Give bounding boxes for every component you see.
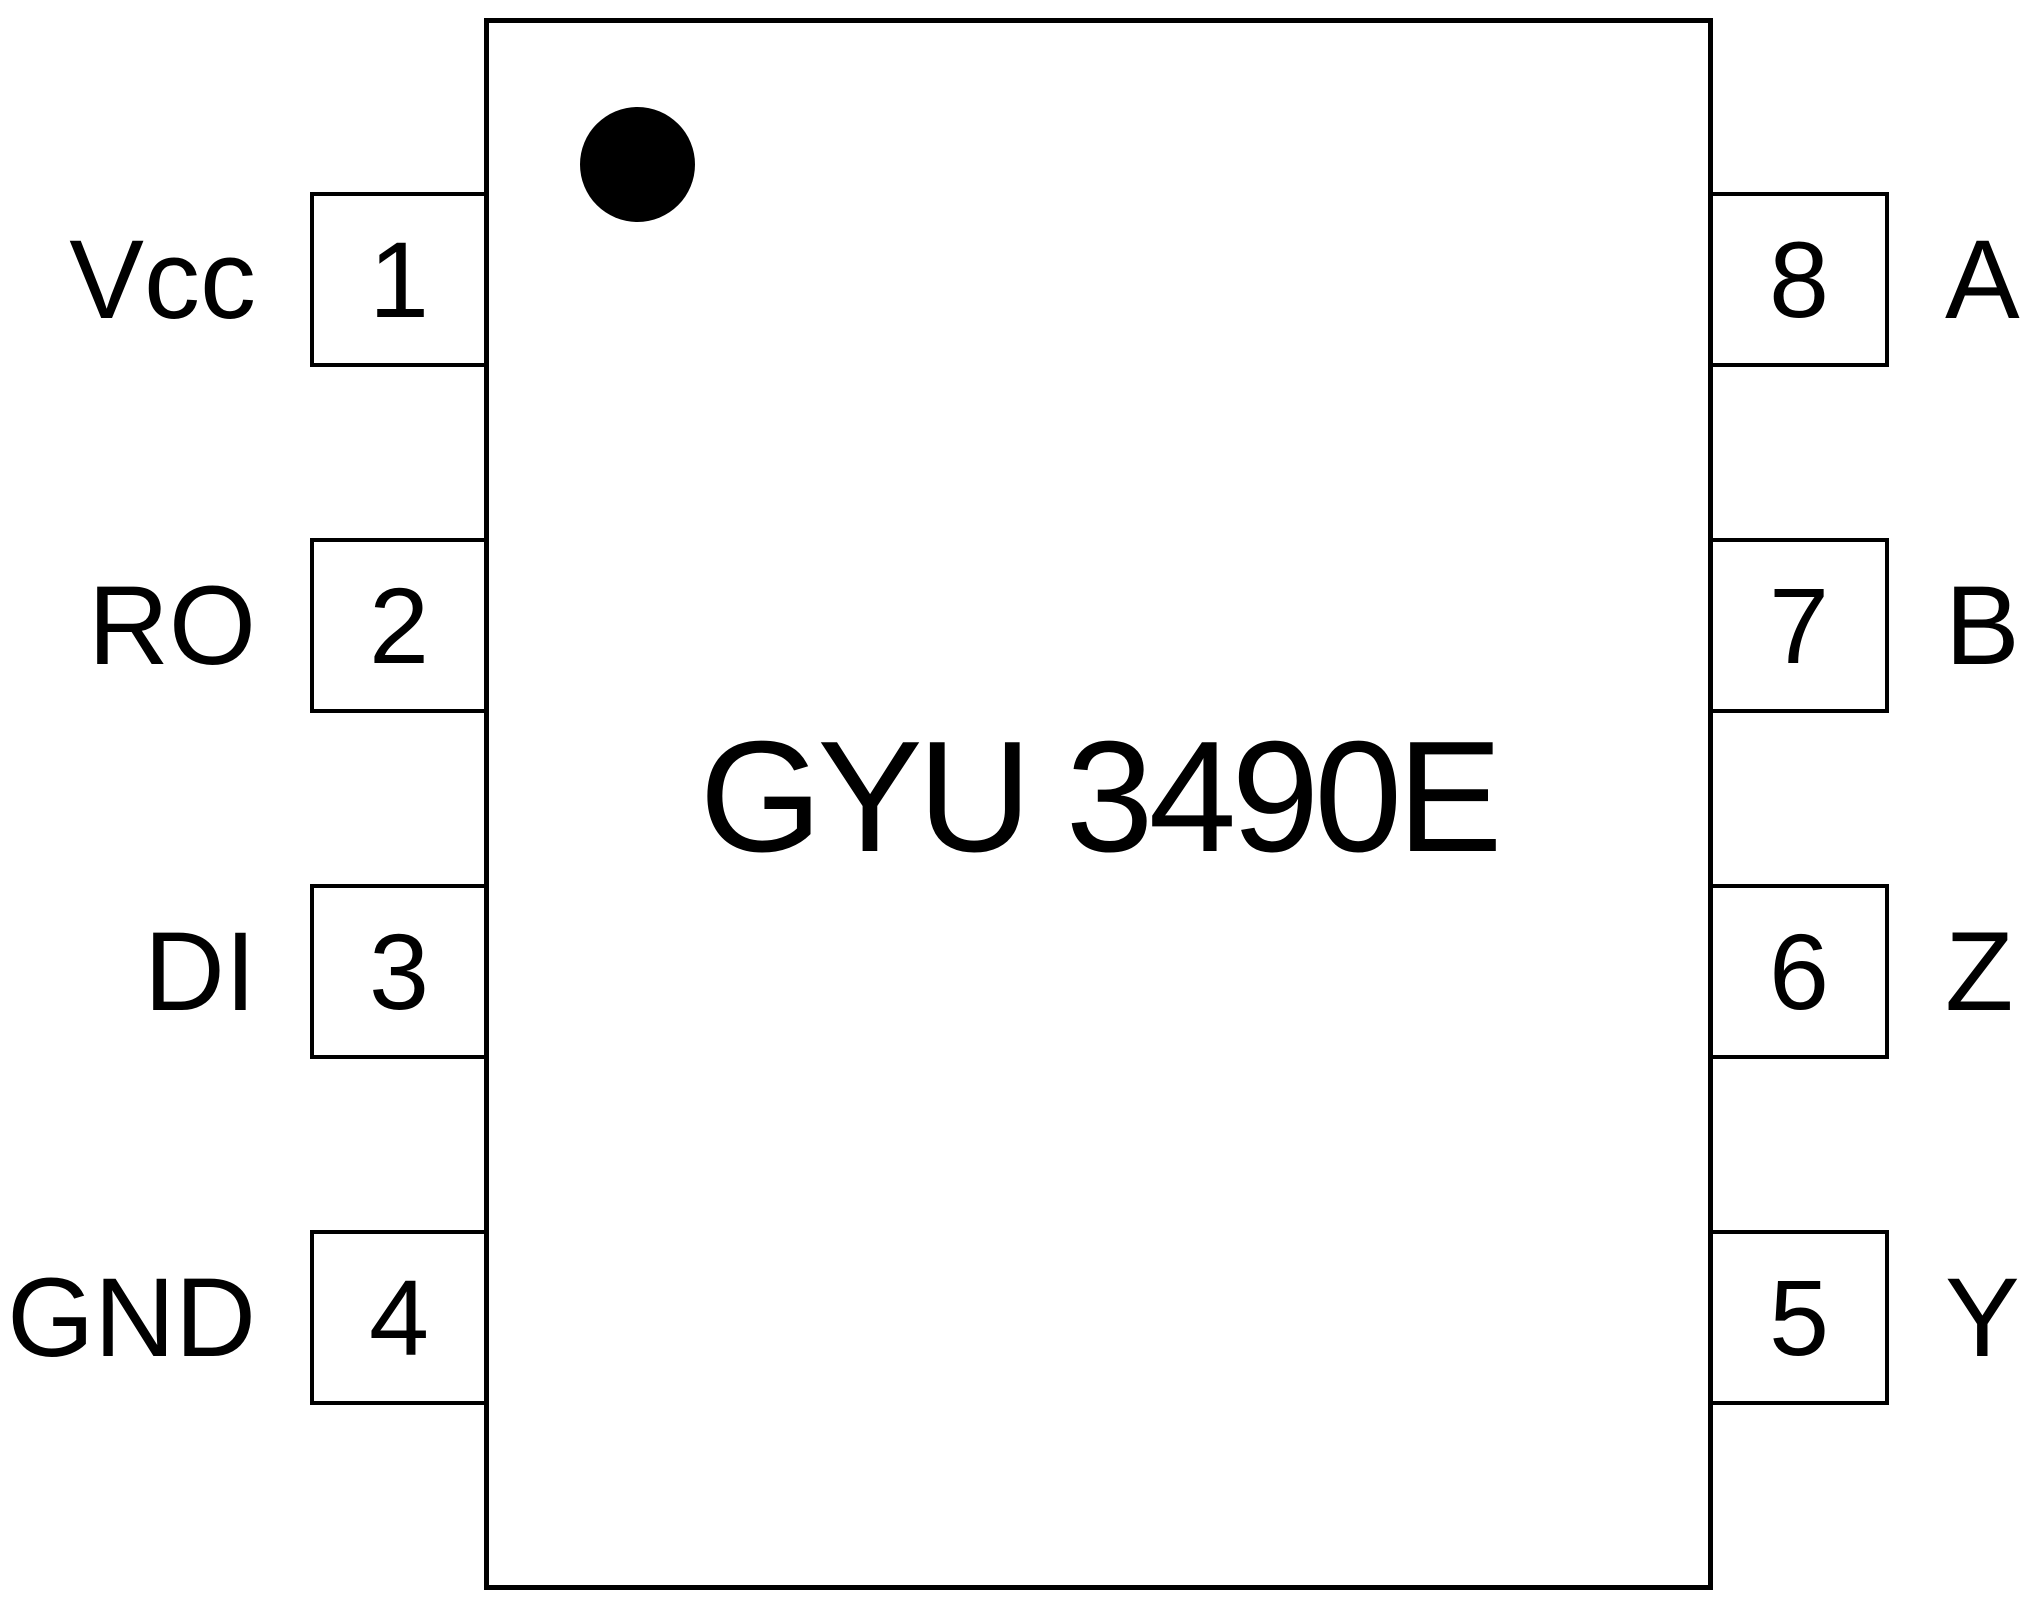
pin-box-6: 6	[1709, 884, 1889, 1059]
pin-number-5: 5	[1768, 1256, 1830, 1378]
pin1-marker-dot-icon	[580, 107, 695, 222]
pin-box-7: 7	[1709, 538, 1889, 713]
pin-number-2: 2	[368, 564, 430, 686]
pin-box-5: 5	[1709, 1230, 1889, 1405]
pin-box-2: 2	[310, 538, 488, 713]
pin-number-4: 4	[368, 1256, 430, 1378]
pin-label-vcc: Vcc	[69, 217, 256, 342]
pin-label-gnd: GND	[7, 1255, 256, 1380]
ic-package-body	[484, 18, 1713, 1590]
pin-number-8: 8	[1768, 218, 1830, 340]
pin-number-7: 7	[1768, 564, 1830, 686]
pin-label-a: A	[1945, 217, 2020, 342]
pin-label-di: DI	[144, 909, 256, 1034]
pin-label-b: B	[1945, 563, 2020, 688]
chip-name: GYU 3490E	[699, 709, 1502, 885]
pin-number-3: 3	[368, 910, 430, 1032]
pin-label-z: Z	[1945, 909, 2014, 1034]
pin-label-ro: RO	[88, 563, 256, 688]
pin-box-8: 8	[1709, 192, 1889, 367]
pin-box-1: 1	[310, 192, 488, 367]
pin-number-1: 1	[368, 218, 430, 340]
pin-box-3: 3	[310, 884, 488, 1059]
pin-box-4: 4	[310, 1230, 488, 1405]
pin-label-y: Y	[1945, 1255, 2020, 1380]
pin-number-6: 6	[1768, 910, 1830, 1032]
